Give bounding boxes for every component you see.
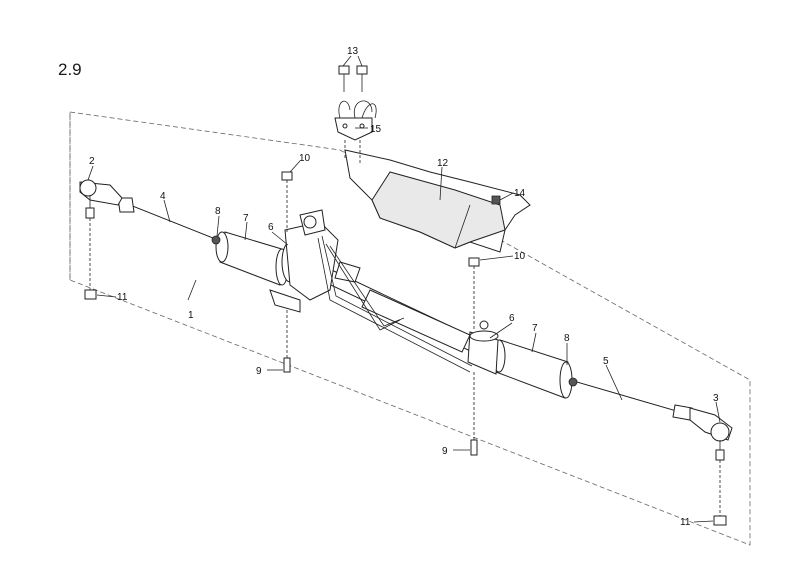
callout-14: 14 xyxy=(514,188,526,199)
callout-3: 3 xyxy=(713,393,719,404)
callout-15: 15 xyxy=(370,124,382,135)
callout-2: 2 xyxy=(89,156,95,167)
callout-8-left: 8 xyxy=(215,206,221,217)
section-number: 2.9 xyxy=(58,60,82,79)
leader-lines xyxy=(87,55,721,523)
mounting-bracket xyxy=(334,100,377,165)
heat-shield xyxy=(344,149,531,253)
callout-6-right: 6 xyxy=(509,313,515,324)
callout-10-top: 10 xyxy=(299,153,311,164)
bolt-9-right xyxy=(470,372,478,456)
callout-6-left: 6 xyxy=(268,222,274,233)
tie-rod-right xyxy=(568,377,693,421)
callout-7-left: 7 xyxy=(243,213,249,224)
callout-1: 1 xyxy=(188,310,194,321)
bolt-9-left xyxy=(283,310,291,373)
callout-10-right: 10 xyxy=(514,251,526,262)
tie-rod-end-left xyxy=(79,179,123,219)
callout-5: 5 xyxy=(603,356,609,367)
tie-rod-end-right xyxy=(689,407,733,461)
nut-10-right xyxy=(468,257,480,330)
callout-9-left: 9 xyxy=(256,366,262,377)
tie-rod-left xyxy=(117,197,221,245)
callout-12: 12 xyxy=(437,158,449,169)
callout-11-right: 11 xyxy=(680,517,691,528)
nut-11-left xyxy=(84,218,97,300)
bracket-bolts xyxy=(338,65,368,92)
callout-11-left: 11 xyxy=(117,292,128,303)
nut-11-right xyxy=(713,460,727,526)
callout-9-right: 9 xyxy=(442,446,448,457)
rack-housing xyxy=(215,209,573,399)
callout-7-right: 7 xyxy=(532,323,538,334)
shield-clip xyxy=(491,195,501,205)
nut-10-top xyxy=(281,171,293,232)
callout-4: 4 xyxy=(160,191,166,202)
callout-13: 13 xyxy=(347,46,359,57)
callout-8-right: 8 xyxy=(564,333,570,344)
